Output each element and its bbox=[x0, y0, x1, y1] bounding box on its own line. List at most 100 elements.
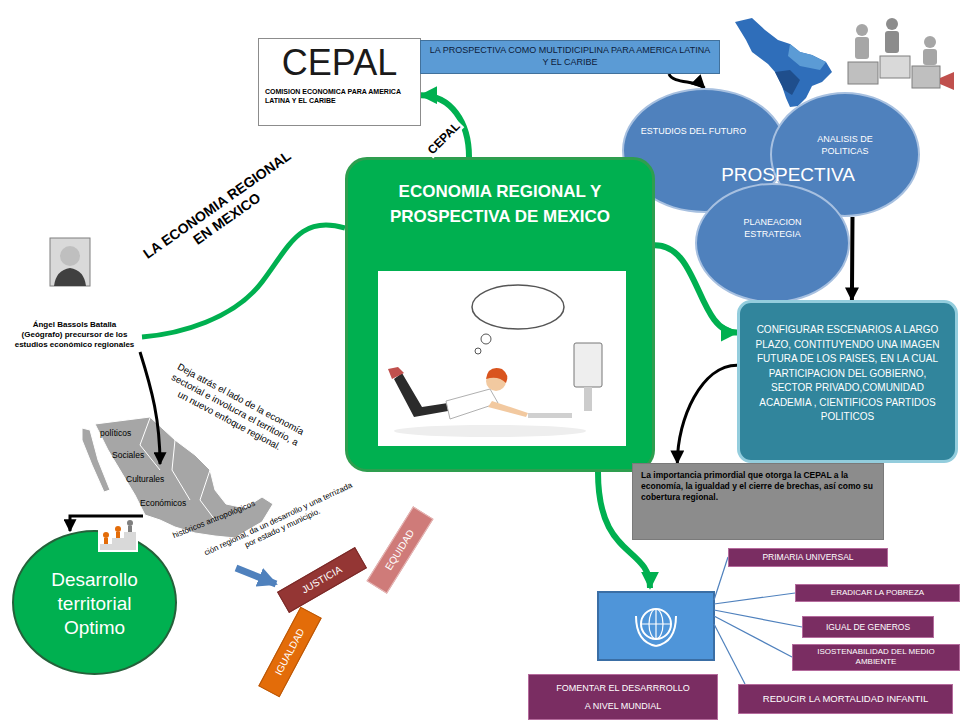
blue-arrow bbox=[236, 568, 276, 584]
scenario-box: CONFIGURAR ESCENARIOS A LARGO PLAZO, CON… bbox=[737, 300, 958, 463]
cluster-title: PROSPECTIVA bbox=[713, 164, 863, 186]
value-tag: EQUIDAD bbox=[367, 506, 434, 593]
connector bbox=[850, 217, 855, 300]
node-text: EQUIDAD bbox=[373, 512, 427, 588]
node-text: REDUCIR LA MORTALIDAD INFANTIL bbox=[743, 693, 948, 704]
black-arrow bbox=[140, 352, 160, 464]
map-region bbox=[775, 70, 800, 95]
icon-body bbox=[116, 532, 120, 538]
icon-head bbox=[127, 520, 133, 526]
flag-lines bbox=[714, 557, 802, 684]
banner: LA PROSPECTIVA COMO MULTIDICIPLINA PARA … bbox=[420, 40, 720, 74]
node-text: JUSTICIA bbox=[283, 554, 362, 606]
person-caption: Ángel Bassols Batalla (Geógrafo) precurs… bbox=[12, 320, 137, 350]
node-text: IGUAL DE GENEROS bbox=[807, 622, 929, 632]
central-box: ECONOMIA REGIONAL Y PROSPECTIVA DE MEXIC… bbox=[345, 157, 655, 472]
node-text: Desarrollo territorial Optimo bbox=[34, 568, 155, 639]
hair bbox=[486, 368, 507, 383]
edge-label: CEPAL bbox=[423, 118, 464, 159]
flag-line bbox=[714, 624, 745, 684]
note-box: La importancia primordial que otorga la … bbox=[632, 463, 884, 540]
branch-title: LA ECONOMIA REGIONAL EN MEXICO bbox=[136, 145, 308, 279]
value-tag: JUSTICIA bbox=[277, 547, 367, 613]
figure-body bbox=[855, 37, 869, 59]
puzzle-piece bbox=[912, 66, 940, 88]
shoe bbox=[388, 367, 404, 379]
thought-bubble bbox=[472, 285, 564, 329]
node-text: LA PROSPECTIVA COMO MULTIDICIPLINA PARA … bbox=[429, 45, 711, 68]
flag-globe-line bbox=[641, 609, 671, 639]
goal-box: REDUCIR LA MORTALIDAD INFANTIL bbox=[738, 684, 953, 714]
flag-laurel bbox=[636, 616, 676, 646]
flag-field bbox=[598, 592, 714, 660]
goal-box: ERADICAR LA POBREZA bbox=[795, 584, 960, 602]
node-text: ERADICAR LA POBREZA bbox=[800, 588, 955, 598]
node-text: CEPAL bbox=[265, 42, 414, 83]
photo-frame bbox=[50, 238, 90, 286]
node-text: COMISION ECONOMICA PARA AMERICA LATINA Y… bbox=[265, 87, 414, 105]
map-label: políticos bbox=[100, 428, 131, 439]
goal-ellipse: Desarrollo territorial Optimo bbox=[12, 530, 177, 675]
goal-box: PRIMARIA UNIVERSAL bbox=[728, 548, 888, 567]
arm bbox=[488, 401, 528, 417]
figure-body bbox=[923, 49, 937, 65]
megaphone bbox=[940, 72, 954, 90]
connector bbox=[677, 365, 737, 463]
goal-box: FOMENTAR EL DESARRROLLO A NIVEL MUNDIAL bbox=[528, 674, 718, 720]
cepal-box: CEPAL COMISION ECONOMICA PARA AMERICA LAT… bbox=[258, 38, 421, 126]
node-text: La importancia primordial que otorga la … bbox=[641, 470, 875, 503]
keyboard bbox=[528, 413, 572, 418]
node-text: FOMENTAR EL DESARRROLLO A NIVEL MUNDIAL bbox=[554, 679, 692, 715]
photo-face bbox=[60, 246, 80, 266]
picture-ground bbox=[378, 271, 626, 446]
legs bbox=[394, 373, 448, 417]
figure-head bbox=[886, 18, 898, 30]
node-text: ISOSTENABILIDAD DEL MEDIO AMBIENTE bbox=[797, 647, 955, 666]
icon-head bbox=[115, 526, 121, 532]
node-text: ECONOMIA REGIONAL Y PROSPECTIVA DE MEXIC… bbox=[358, 180, 642, 229]
node-text: IGUALDAD bbox=[265, 612, 315, 692]
icon-body bbox=[128, 526, 132, 532]
thought-dot bbox=[481, 334, 491, 344]
figure-body bbox=[885, 31, 899, 53]
floor-shadow bbox=[394, 425, 586, 437]
team-icon bbox=[98, 522, 138, 552]
node-text: PRIMARIA UNIVERSAL bbox=[733, 552, 883, 562]
node-text: ANALISIS DE POLITICAS bbox=[802, 134, 888, 157]
node-text: PLANEACION ESTRATEGIA bbox=[732, 217, 813, 240]
prospective-circle: PLANEACION ESTRATEGIA bbox=[695, 183, 850, 303]
flag-line bbox=[714, 610, 802, 627]
un-flag bbox=[598, 592, 714, 660]
student-illustration bbox=[378, 271, 626, 446]
latin-america-map bbox=[735, 18, 832, 107]
icon-head bbox=[103, 532, 109, 538]
map-label: Económicos bbox=[140, 498, 186, 509]
monitor-stand bbox=[584, 387, 592, 411]
map-label: Sociales bbox=[112, 450, 144, 461]
puzzle-piece bbox=[848, 62, 878, 84]
portrait-photo bbox=[50, 238, 90, 286]
monitor bbox=[574, 343, 602, 387]
flag-line bbox=[714, 616, 792, 657]
icon-body bbox=[104, 538, 108, 544]
state-border bbox=[140, 418, 215, 520]
flag-globe bbox=[641, 609, 671, 639]
value-tag: IGUALDAD bbox=[258, 607, 321, 698]
thought-dot bbox=[475, 348, 481, 354]
goal-box: ISOSTENABILIDAD DEL MEDIO AMBIENTE bbox=[792, 644, 960, 671]
node-text: ESTUDIOS DEL FUTURO bbox=[632, 126, 755, 138]
flag-line bbox=[714, 557, 728, 600]
goal-box: IGUAL DE GENEROS bbox=[802, 616, 934, 638]
photo-body bbox=[54, 268, 86, 286]
connector bbox=[669, 74, 705, 88]
icon-ground bbox=[98, 522, 138, 552]
node-text: CONFIGURAR ESCENARIOS A LARGO PLAZO, CON… bbox=[750, 323, 945, 425]
map-region bbox=[788, 44, 826, 70]
puzzle-piece bbox=[880, 56, 910, 78]
map-label: Culturales bbox=[126, 474, 164, 485]
figure-head bbox=[924, 36, 936, 48]
flag-line bbox=[714, 593, 795, 604]
icon-stairs bbox=[100, 532, 136, 550]
figure-head bbox=[856, 24, 868, 36]
